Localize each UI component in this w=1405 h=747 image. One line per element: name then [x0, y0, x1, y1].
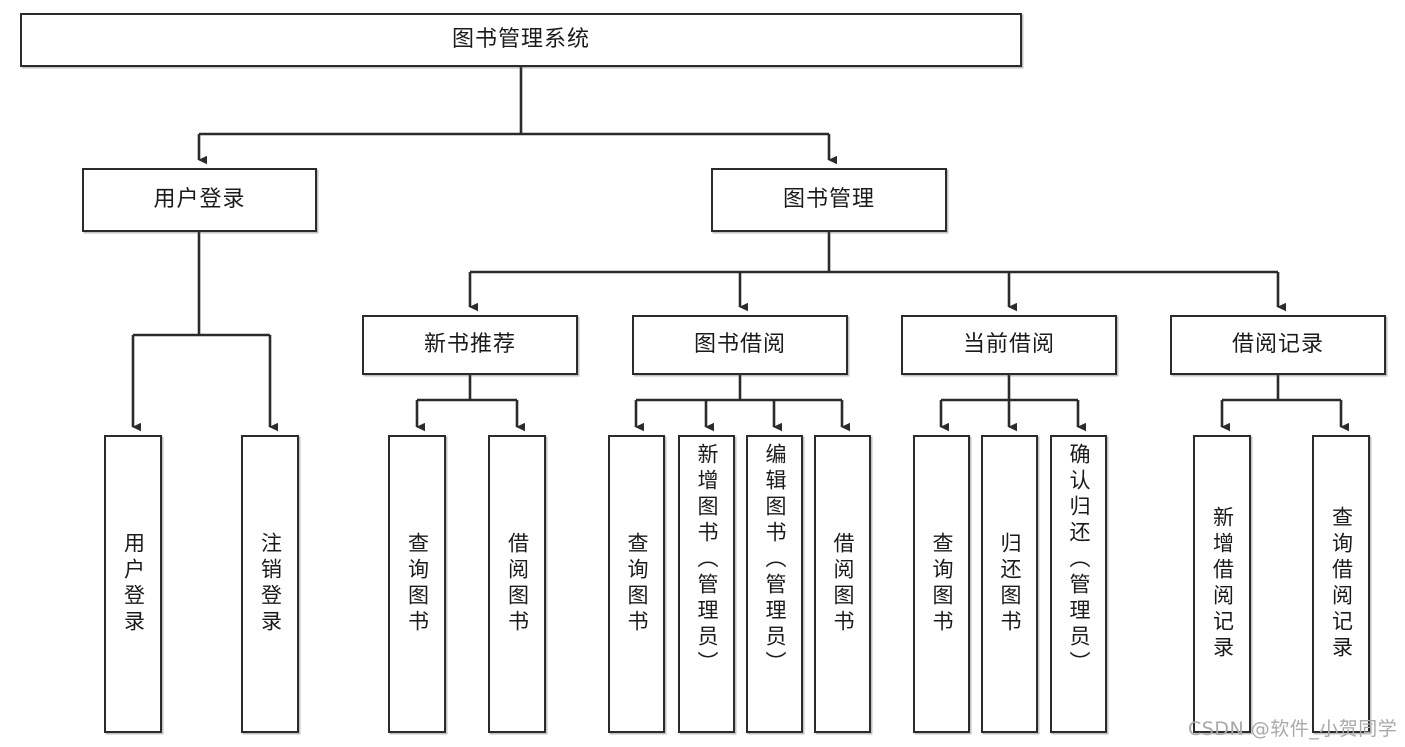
node-user-login[interactable]: 用户登录: [82, 168, 317, 232]
leaf-borrow-book-1[interactable]: 借阅图书: [488, 435, 546, 733]
leaf-text-wrap: 查询图书: [930, 437, 954, 731]
leaf-text-wrap: 用户登录: [121, 437, 146, 731]
leaf-query-borrow-record[interactable]: 查询借阅记录: [1312, 435, 1370, 733]
node-label: 确认归还（管理员）: [1067, 443, 1091, 677]
leaf-edit-book-admin[interactable]: 编辑图书（管理员）: [746, 435, 803, 733]
node-book-borrow[interactable]: 图书借阅: [632, 315, 848, 375]
node-new-book-recommend[interactable]: 新书推荐: [362, 315, 578, 375]
node-label: 借阅图书: [831, 532, 855, 636]
leaf-text-wrap: 确认归还（管理员）: [1067, 437, 1091, 737]
node-label: 当前借阅: [962, 332, 1055, 358]
node-label: 查询借阅记录: [1329, 506, 1354, 662]
leaf-text-wrap: 新增图书（管理员）: [695, 437, 719, 737]
node-label: 新增借阅记录: [1210, 506, 1235, 662]
node-label: 查询图书: [930, 532, 954, 636]
leaf-user-login[interactable]: 用户登录: [104, 435, 162, 733]
leaf-logout-login[interactable]: 注销登录: [241, 435, 299, 733]
leaf-text-wrap: 查询借阅记录: [1329, 437, 1354, 731]
leaf-add-book-admin[interactable]: 新增图书（管理员）: [678, 435, 735, 733]
leaf-query-book-1[interactable]: 查询图书: [388, 435, 446, 733]
node-label: 编辑图书（管理员）: [763, 443, 787, 677]
leaf-text-wrap: 借阅图书: [831, 437, 855, 731]
node-book-management-system[interactable]: 图书管理系统: [20, 13, 1022, 67]
leaf-query-book-3[interactable]: 查询图书: [913, 435, 970, 733]
leaf-return-book[interactable]: 归还图书: [981, 435, 1038, 733]
leaf-text-wrap: 注销登录: [258, 437, 283, 731]
node-label: 查询图书: [625, 532, 649, 636]
leaf-text-wrap: 借阅图书: [505, 437, 530, 731]
node-label: 用户登录: [153, 187, 246, 213]
node-label: 用户登录: [121, 532, 146, 636]
leaf-add-borrow-record[interactable]: 新增借阅记录: [1193, 435, 1251, 733]
node-current-borrow[interactable]: 当前借阅: [901, 315, 1117, 375]
node-book-manage[interactable]: 图书管理: [711, 168, 947, 232]
node-label: 新增图书（管理员）: [695, 443, 719, 677]
leaf-borrow-book-2[interactable]: 借阅图书: [814, 435, 871, 733]
node-label: 新书推荐: [423, 332, 516, 358]
leaf-text-wrap: 编辑图书（管理员）: [763, 437, 787, 737]
leaf-confirm-return-admin[interactable]: 确认归还（管理员）: [1050, 435, 1107, 733]
leaf-text-wrap: 新增借阅记录: [1210, 437, 1235, 731]
node-label: 图书借阅: [693, 332, 786, 358]
node-label: 借阅记录: [1231, 332, 1324, 358]
node-label: 归还图书: [998, 532, 1022, 636]
node-label: 图书管理: [782, 187, 875, 213]
node-label: 注销登录: [258, 532, 283, 636]
leaf-text-wrap: 查询图书: [625, 437, 649, 731]
node-label: 查询图书: [405, 532, 430, 636]
node-label: 图书管理系统: [451, 27, 590, 53]
node-label: 借阅图书: [505, 532, 530, 636]
leaf-text-wrap: 查询图书: [405, 437, 430, 731]
csdn-watermark: CSDN @软件_小贺同学: [1188, 718, 1398, 740]
leaf-query-book-2[interactable]: 查询图书: [608, 435, 665, 733]
leaf-text-wrap: 归还图书: [998, 437, 1022, 731]
node-borrow-record[interactable]: 借阅记录: [1170, 315, 1386, 375]
